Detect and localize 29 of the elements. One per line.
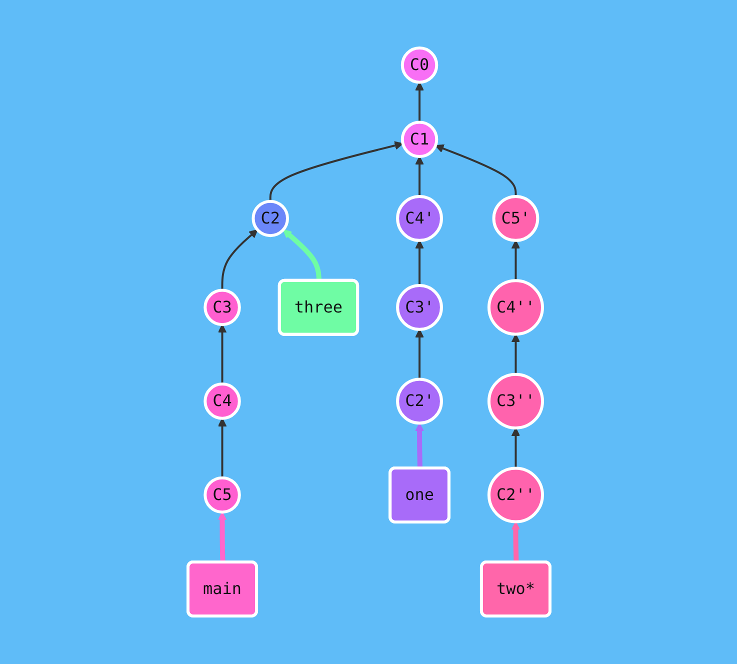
arrow — [217, 512, 226, 563]
node-circle: C0 — [400, 46, 438, 84]
arrow — [220, 229, 258, 290]
arrow — [217, 324, 226, 384]
arrow — [510, 240, 520, 281]
arrow — [268, 141, 403, 202]
arrow — [414, 329, 424, 380]
node-circle: C4' — [396, 195, 442, 242]
arrow — [434, 144, 516, 197]
arrow — [510, 521, 520, 563]
arrow — [414, 82, 424, 122]
node-circle: C2' — [396, 378, 442, 425]
arrow — [217, 418, 226, 478]
arrow — [510, 428, 520, 468]
node-circle: C5 — [203, 476, 240, 514]
node-circle: C3 — [203, 288, 240, 326]
node-circle: C1 — [400, 120, 438, 158]
node-circle: C4'' — [486, 279, 544, 336]
node-circle: C5' — [492, 195, 539, 242]
arrow — [414, 156, 424, 197]
arrow — [510, 334, 520, 374]
arrow — [414, 240, 424, 286]
node-circle: C2 — [251, 200, 288, 238]
node-circle: C4 — [203, 382, 240, 420]
node-circle: C3' — [396, 284, 442, 331]
arrow — [414, 422, 424, 469]
node-circle: C2'' — [486, 466, 544, 524]
arrow — [282, 229, 321, 281]
node-circle: C3'' — [486, 372, 544, 430]
